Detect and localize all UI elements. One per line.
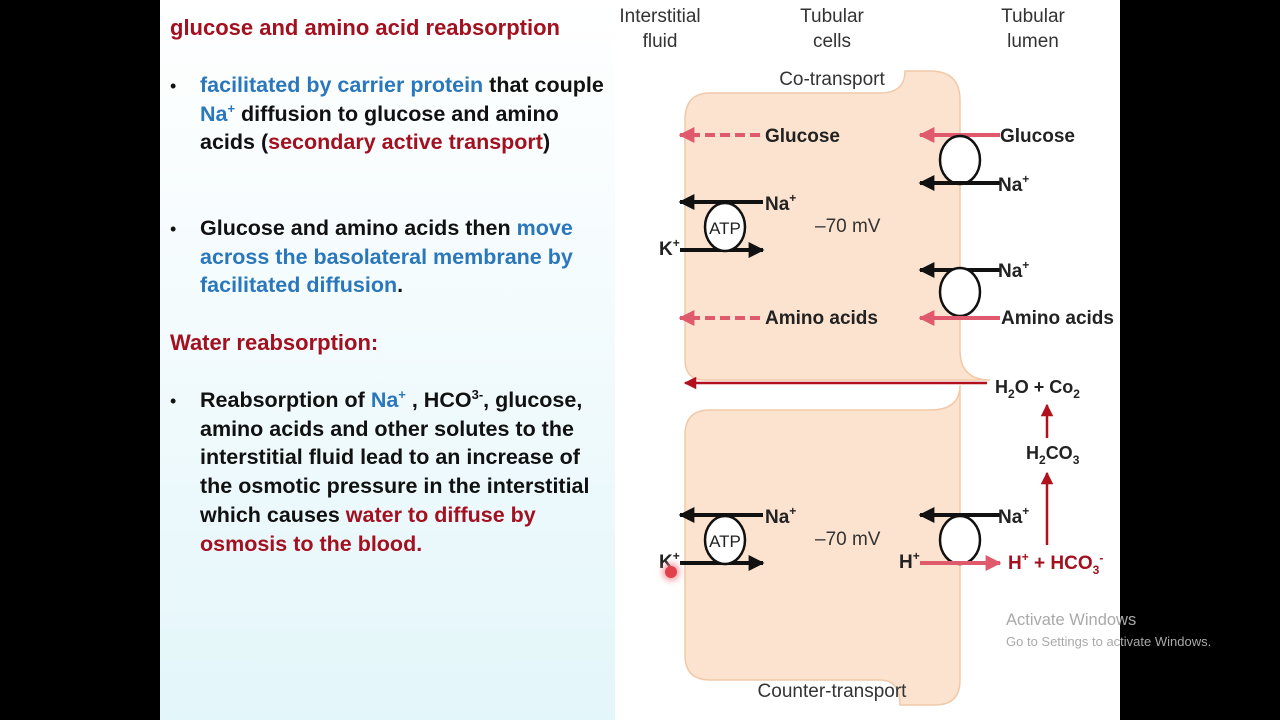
cotransport-cell: [684, 70, 991, 381]
bullet-1-na-sup: +: [227, 100, 236, 116]
h2o-co2-label: H2O + Co2: [995, 377, 1080, 401]
bullet-2-part-1: Glucose and amino acids then: [200, 216, 517, 240]
bullet-3-hco-sup: 3-: [471, 386, 484, 402]
na-exchanger-label: Na+: [998, 504, 1029, 528]
bullet-1-part-5: secondary active transport: [268, 130, 543, 155]
na-pump-bottom-label: Na+: [765, 504, 796, 528]
header-interstitial-line2: fluid: [643, 31, 678, 52]
header-tubular-cells-line1: Tubular: [800, 6, 864, 27]
slide: glucose and amino acid reabsorption • fa…: [160, 0, 1120, 720]
na-amino-label: Na+: [998, 258, 1029, 282]
h2co3-label: H2CO3: [1026, 443, 1080, 467]
bullet-2-glyph: •: [170, 219, 177, 239]
activate-windows-title: Activate Windows: [1006, 611, 1137, 629]
bullet-3-na-sup: +: [398, 386, 406, 402]
voltage-top: –70 mV: [815, 216, 881, 237]
bullet-2-part-2: move across the basolateral membrane by …: [200, 216, 573, 298]
glucose-cotransporter: [938, 134, 982, 186]
k-pump-top-label: K+: [659, 236, 680, 260]
bullet-3-na: Na: [370, 388, 399, 412]
bullet-3-hco: , HCO: [405, 388, 472, 412]
glucose-lumen-label: Glucose: [1000, 126, 1075, 147]
bullet-2-part-3: .: [397, 273, 404, 298]
reabsorption-diagram: Interstitial fluid Tubular cells Tubular…: [615, 0, 1120, 720]
amino-lumen-label: Amino acids: [1001, 308, 1114, 329]
bullet-1-part-1: facilitated by carrier protein: [200, 73, 484, 97]
voltage-bottom: –70 mV: [815, 529, 881, 550]
bullet-1-na: Na: [200, 101, 228, 126]
bullet-1-part-4: diffusion to glucose and amino acids (: [200, 101, 559, 155]
na-pump-top-label: Na+: [765, 191, 796, 215]
heading-glucose-reabsorption: glucose and amino acid reabsorption: [170, 15, 560, 40]
bullet-2-text: Glucose and amino acids then move across…: [200, 214, 610, 300]
bullet-3-part-5: water to diffuse by osmosis to the blood…: [200, 502, 536, 556]
bullet-3-part-1: Reabsorption of: [200, 388, 371, 412]
countertransport-cell: [684, 384, 961, 706]
header-tubular-lumen-line1: Tubular: [1001, 6, 1065, 27]
bullet-1-glyph: •: [170, 76, 177, 96]
amino-cell-label: Amino acids: [765, 308, 878, 329]
heading-water-reabsorption: Water reabsorption:: [170, 330, 379, 355]
na-h-exchanger: [938, 514, 982, 566]
glucose-cell-label: Glucose: [765, 126, 840, 147]
text-panel: glucose and amino acid reabsorption • fa…: [160, 0, 615, 720]
diagram-svg: Interstitial fluid Tubular cells Tubular…: [619, 6, 1114, 706]
h-hco3-label: H+ + HCO3-: [1008, 550, 1103, 577]
bullet-1-text: facilitated by carrier protein that coup…: [200, 71, 610, 157]
countertransport-label: Counter-transport: [758, 681, 908, 702]
cotransport-label: Co-transport: [779, 69, 885, 90]
bullet-3-text: Reabsorption of Na+ , HCO3-, glucose, am…: [200, 386, 610, 558]
atp-label-top: ATP: [709, 219, 741, 238]
header-tubular-lumen-line2: lumen: [1007, 31, 1059, 52]
activate-windows-subtitle: Go to Settings to activate Windows.: [1006, 634, 1212, 649]
pointer-highlight: [665, 566, 677, 578]
bullet-1-part-6: ): [542, 130, 551, 155]
bullet-3-glyph: •: [170, 391, 177, 411]
atp-label-bottom: ATP: [709, 532, 741, 551]
header-tubular-cells-line2: cells: [813, 31, 851, 52]
header-interstitial-line1: Interstitial: [619, 6, 700, 27]
na-glucose-label: Na+: [998, 172, 1029, 196]
atp-pump-bottom: [703, 514, 747, 566]
bullet-1-part-2: that couple: [483, 73, 604, 97]
bullet-3-part-4: , glucose, amino acids and other solutes…: [200, 388, 590, 527]
amino-cotransporter: [938, 266, 982, 318]
h-cell-label: H+: [899, 549, 920, 573]
atp-pump-top: [703, 201, 747, 253]
